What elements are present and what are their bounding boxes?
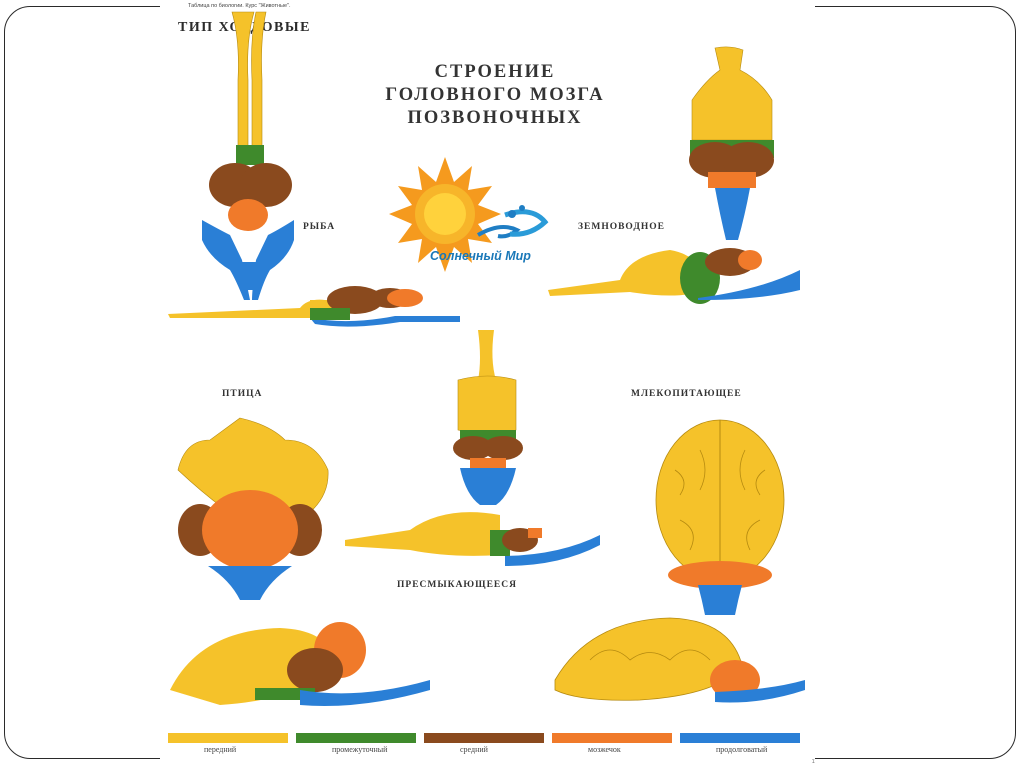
page-number: 11 [812,759,815,765]
legend-swatch-2 [296,733,416,743]
mammal-brain-top [656,420,784,615]
bird-brain-top [178,418,328,600]
legend-label-4: мозжечок [588,745,621,754]
legend-swatch-1 [168,733,288,743]
bird-brain-side [170,622,430,706]
legend-swatch-4 [552,733,672,743]
legend-label-1: передний [204,745,236,754]
brain-illustrations [160,0,815,767]
amphibian-brain-side [548,248,800,304]
legend-label-3: средний [460,745,488,754]
mammal-brain-side [555,618,805,703]
reptile-brain-top [453,330,523,505]
legend-label-5: продолговатый [716,745,767,754]
legend-label-2: промежуточный [332,745,387,754]
fish-brain-top [202,12,294,300]
reptile-brain-side [345,512,600,566]
brand-name: Солнечный Мир [430,249,531,263]
amphibian-brain-top [689,47,774,240]
fish-brain-side [168,286,460,327]
legend-swatch-5 [680,733,800,743]
poster: Таблица по биологии. Курс "Животные". ТИ… [160,0,815,767]
legend-swatch-3 [424,733,544,743]
